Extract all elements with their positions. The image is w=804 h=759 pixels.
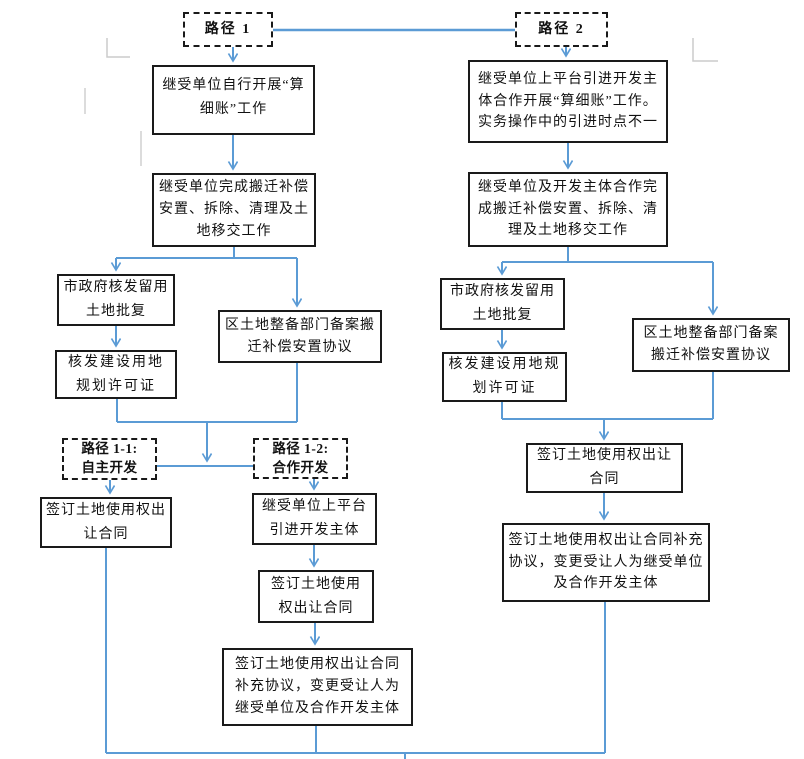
node-path1-2-label: 路径 1-2: 合作开发 [253, 438, 348, 479]
node-p1-2-platform: 继受单位上平台引进开发主体 [252, 493, 377, 545]
path1-2-label-line2: 合作开发 [272, 459, 329, 475]
node-path1-1-label: 路径 1-1: 自主开发 [62, 438, 157, 480]
node-p2-city-approval: 市政府核发留用土地批复 [440, 278, 565, 330]
path1-connectors [106, 47, 316, 753]
node-path2-label: 路径 2 [515, 12, 608, 47]
path2-connectors [502, 47, 713, 753]
node-p2-step2: 继受单位及开发主体合作完成搬迁补偿安置、拆除、清理及土地移交工作 [468, 172, 668, 247]
node-p1-step1: 继受单位自行开展“算细账”工作 [152, 65, 315, 135]
node-p1-step2: 继受单位完成搬迁补偿安置、拆除、清理及土地移交工作 [152, 173, 316, 247]
node-p2-planning-permit: 核发建设用地规划许可证 [442, 352, 567, 402]
node-p1-1-contract: 签订土地使用权出让合同 [40, 497, 172, 548]
path1-2-label-line1: 路径 1-2: [272, 440, 329, 456]
node-p2-supplement: 签订土地使用权出让合同补充协议，变更受让人为继受单位及合作开发主体 [502, 523, 710, 602]
node-p1-city-approval: 市政府核发留用土地批复 [57, 274, 175, 326]
node-path1-label: 路径 1 [183, 12, 273, 47]
node-p1-2-contract: 签订土地使用权出让合同 [258, 570, 374, 623]
path1-1-label-line1: 路径 1-1: [81, 441, 138, 457]
node-p2-contract: 签订土地使用权出让合同 [526, 443, 683, 493]
node-p1-2-supplement: 签订土地使用权出让合同补充协议，变更受让人为继受单位及合作开发主体 [222, 648, 413, 726]
node-p2-district-record: 区土地整备部门备案搬迁补偿安置协议 [632, 318, 790, 372]
crop-marks [84, 38, 718, 166]
node-p1-district-record: 区土地整备部门备案搬迁补偿安置协议 [218, 310, 382, 363]
bottom-merge-connectors [106, 752, 605, 759]
node-p1-planning-permit: 核发建设用地规划许可证 [55, 350, 177, 399]
path1-1-label-line2: 自主开发 [81, 460, 138, 475]
node-p2-step1: 继受单位上平台引进开发主体合作开展“算细账”工作。实务操作中的引进时点不一 [468, 60, 668, 143]
